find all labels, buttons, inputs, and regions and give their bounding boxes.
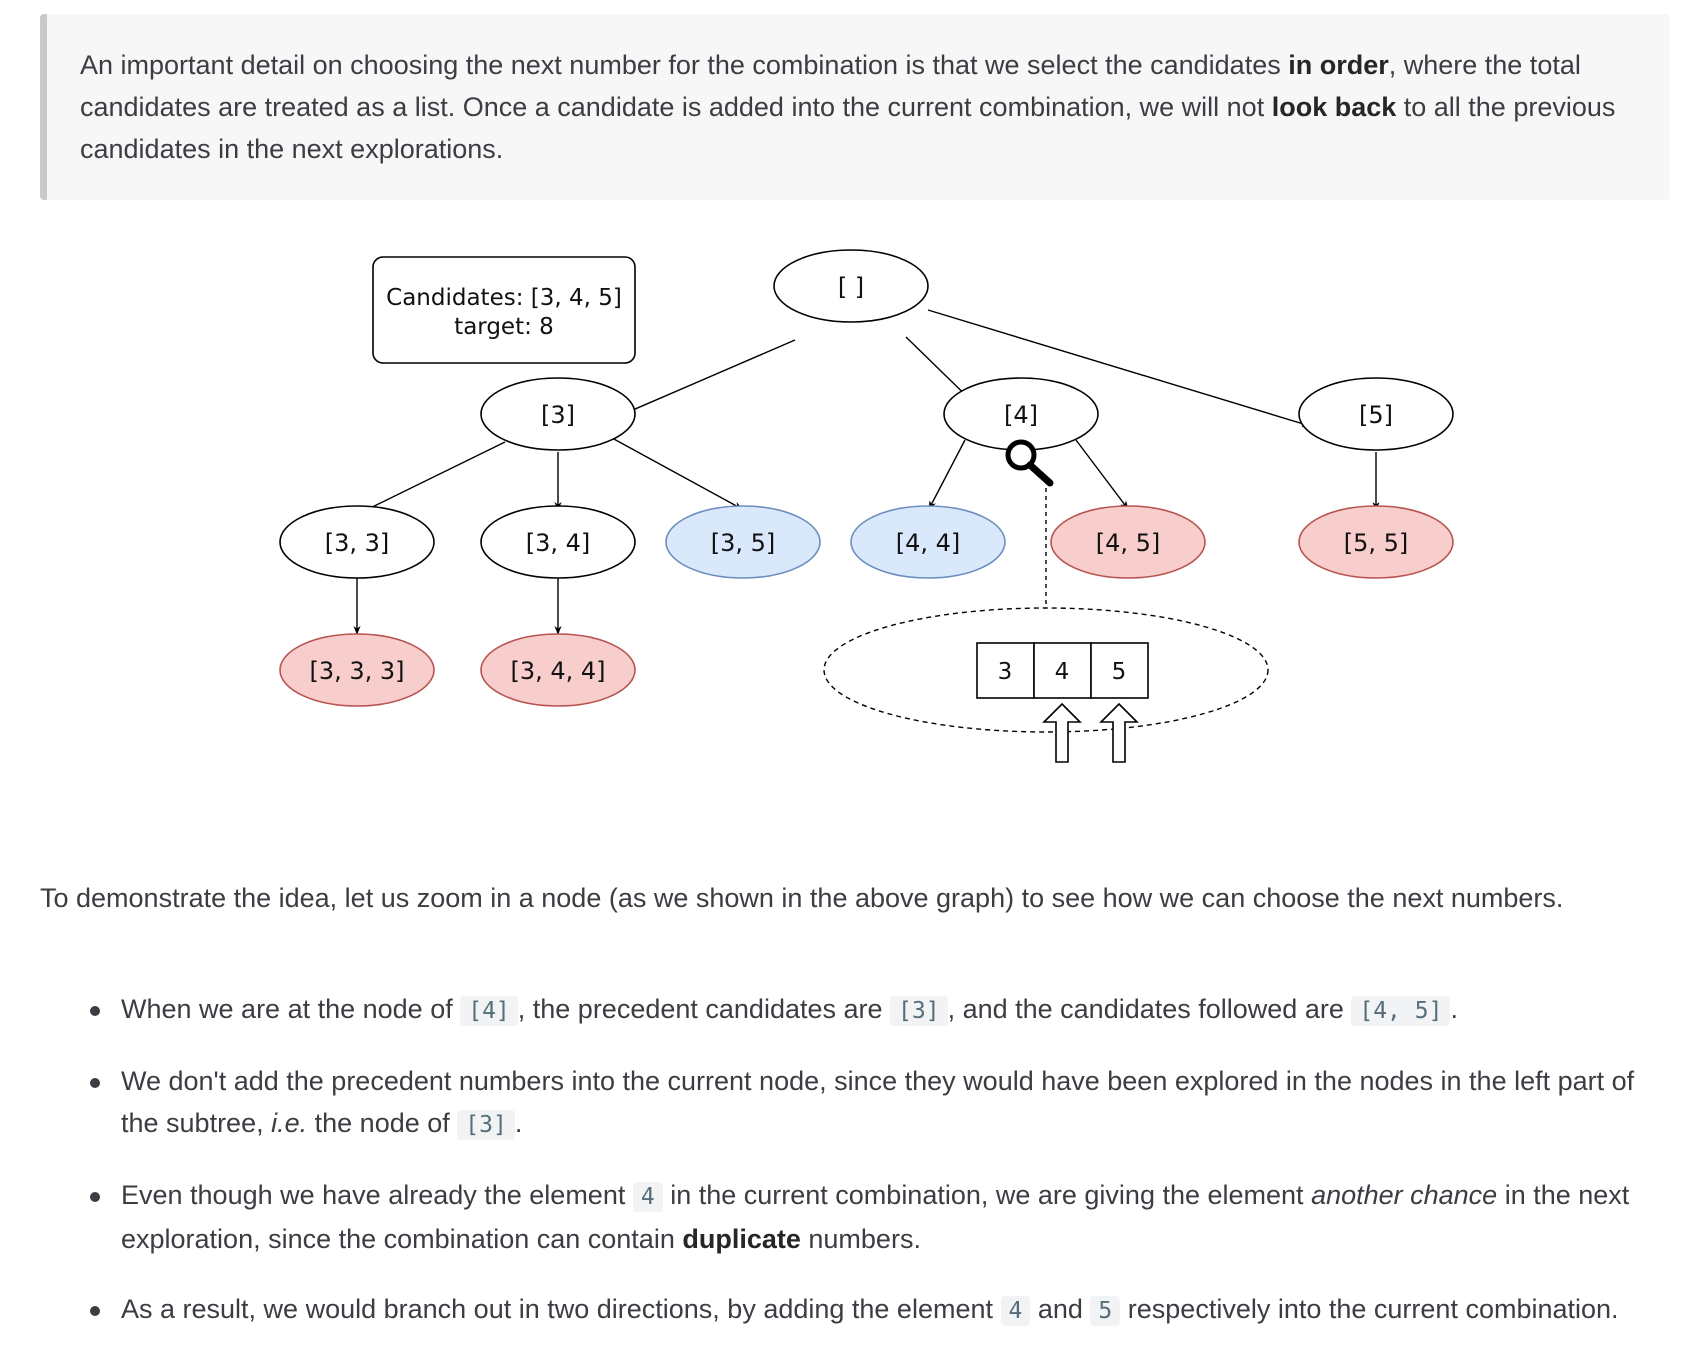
zoom-ellipse: [823, 607, 1269, 733]
bullet-item: Even though we have already the element …: [40, 1174, 1660, 1260]
candidates-label: Candidates: [3, 4, 5]: [386, 285, 622, 311]
bullet-dot: [90, 1306, 100, 1316]
bullet-dot: [90, 1078, 100, 1088]
node-3-3-label: [3, 3]: [325, 529, 390, 557]
bullet-item: As a result, we would branch out in two …: [40, 1288, 1660, 1332]
array-cell-2-label: 5: [1112, 659, 1127, 685]
candidate-array: 3 4 5: [976, 642, 1149, 699]
magnifier-icon: [1005, 439, 1054, 487]
bullet-text: Even though we have already the element: [121, 1180, 633, 1210]
candidates-info-box: Candidates: [3, 4, 5] target: 8: [372, 256, 636, 364]
edge-root-5: [927, 309, 1311, 428]
inline-code: [4]: [460, 996, 518, 1026]
edge-4-44: [928, 439, 966, 510]
inline-code: [3]: [457, 1110, 515, 1140]
bullet-dot: [90, 1192, 100, 1202]
array-cell-0-label: 3: [998, 659, 1013, 685]
node-5: [5]: [1298, 377, 1454, 451]
edge-3-33: [359, 441, 506, 514]
bullet-text: in the current combination, we are givin…: [662, 1180, 1312, 1210]
node-root-label: [ ]: [838, 273, 864, 301]
node-4: [4]: [943, 377, 1099, 451]
bullet-text: .: [1450, 994, 1458, 1024]
edge-4-45: [1075, 439, 1129, 510]
bullet-text: As a result, we would branch out in two …: [121, 1294, 1001, 1324]
bullet-bold: duplicate: [682, 1224, 801, 1254]
inline-code: 4: [1000, 1296, 1031, 1326]
node-5-label: [5]: [1359, 401, 1393, 429]
inline-code: [4, 5]: [1351, 996, 1451, 1026]
node-3-4: [3, 4]: [480, 505, 636, 579]
bullet-italic: another chance: [1311, 1180, 1498, 1210]
node-3-4-4: [3, 4, 4]: [480, 633, 636, 707]
callout-bold-in-order: in order: [1288, 50, 1389, 80]
bullet-text: and: [1030, 1294, 1091, 1324]
callout-text-2: , where the total candidates are treated…: [80, 50, 1581, 122]
node-3-5-label: [3, 5]: [711, 529, 776, 557]
bullet-text: .: [514, 1108, 523, 1138]
node-3-3-3-label: [3, 3, 3]: [309, 657, 404, 685]
backtracking-tree-diagram: Candidates: [3, 4, 5] target: 8 [ ] [3]: [279, 249, 1454, 763]
node-4-4-label: [4, 4]: [896, 529, 961, 557]
node-3-3-3: [3, 3, 3]: [279, 633, 435, 707]
inline-code: 4: [632, 1182, 663, 1212]
node-3-label: [3]: [541, 401, 575, 429]
node-3: [3]: [480, 377, 636, 451]
node-5-5: [5, 5]: [1298, 505, 1454, 579]
bullet-text: We don't add the precedent numbers into …: [121, 1066, 1635, 1138]
node-3-3: [3, 3]: [279, 505, 435, 579]
array-cell-0: [976, 642, 1035, 699]
callout-text-1: An important detail on choosing the next…: [80, 50, 1289, 80]
array-cell-2: [1090, 642, 1149, 699]
node-3-5: [3, 5]: [665, 505, 821, 579]
bullet-dot: [90, 1006, 100, 1016]
node-4-5: [4, 5]: [1050, 505, 1206, 579]
bullet-text: numbers.: [800, 1224, 921, 1254]
bullet-item: We don't add the precedent numbers into …: [40, 1060, 1660, 1146]
callout-text-3: to all the previous candidates in the ne…: [80, 92, 1616, 164]
callout-bold-look-back: look back: [1271, 92, 1397, 122]
callout-note: An important detail on choosing the next…: [40, 14, 1670, 200]
bullet-text: , the precedent candidates are: [517, 994, 891, 1024]
inline-code: [3]: [890, 996, 948, 1026]
edge-root-3: [611, 339, 796, 420]
node-3-4-4-label: [3, 4, 4]: [510, 657, 605, 685]
bullet-text: in the next exploration, since the combi…: [121, 1180, 1630, 1254]
bullet-text: , and the candidates followed are: [947, 994, 1352, 1024]
node-4-label: [4]: [1004, 401, 1038, 429]
target-label: target: 8: [454, 314, 554, 340]
bullet-text: the node of: [307, 1108, 458, 1138]
bullet-italic: i.e.: [271, 1108, 308, 1138]
array-cell-1: [1033, 642, 1092, 699]
explanation-bullets: When we are at the node of [4], the prec…: [40, 988, 1660, 1360]
tree-edges: [353, 309, 1380, 635]
pointer-arrow-5-icon: [1099, 702, 1139, 763]
node-3-4-label: [3, 4]: [526, 529, 591, 557]
node-4-5-label: [4, 5]: [1096, 529, 1161, 557]
node-4-4: [4, 4]: [850, 505, 1006, 579]
node-root: [ ]: [773, 249, 929, 323]
bullet-text: When we are at the node of: [121, 994, 461, 1024]
node-5-5-label: [5, 5]: [1344, 529, 1409, 557]
explanation-paragraph: To demonstrate the idea, let us zoom in …: [40, 883, 1564, 913]
pointer-arrow-4-icon: [1042, 702, 1082, 763]
array-cell-1-label: 4: [1055, 659, 1070, 685]
bullet-item: When we are at the node of [4], the prec…: [40, 988, 1660, 1032]
inline-code: 5: [1090, 1296, 1121, 1326]
bullet-text: respectively into the current combinatio…: [1120, 1294, 1619, 1324]
edge-3-35: [611, 437, 743, 510]
